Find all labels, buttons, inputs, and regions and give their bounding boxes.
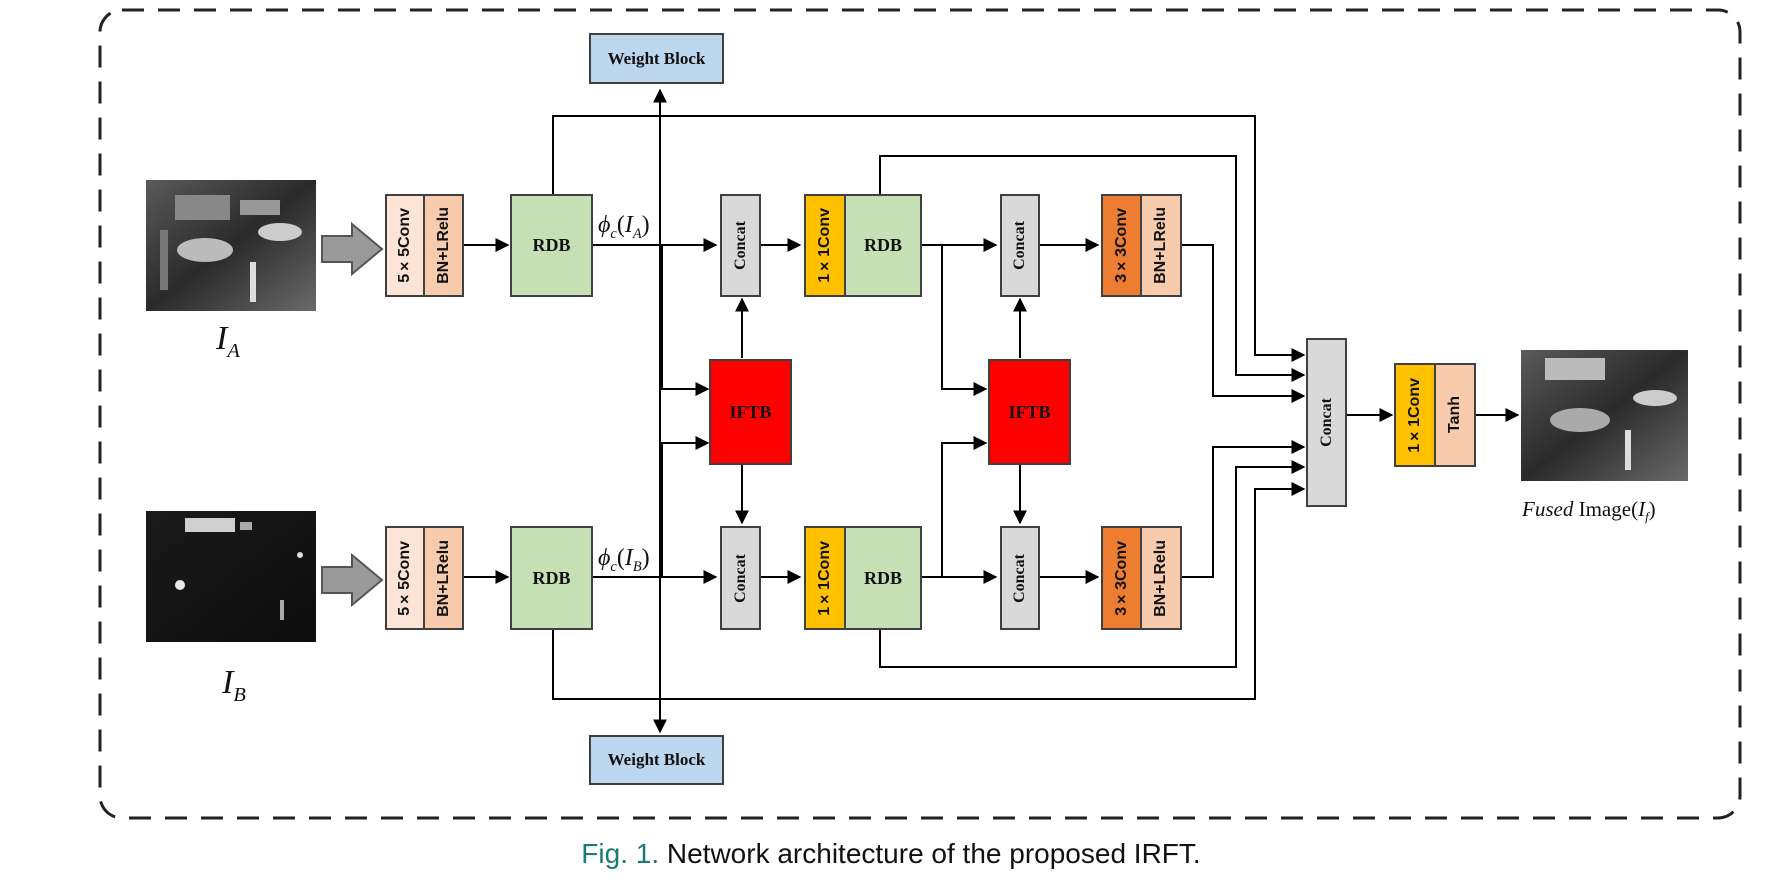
ib-base: I (624, 545, 633, 571)
phi-symbol: ϕ (598, 212, 611, 238)
bn-lrelu-label: BN+LRelu (1152, 207, 1169, 284)
ia-label: IA (216, 320, 240, 363)
rdb-block-bottom-2: RDB (844, 526, 922, 630)
arrows (464, 115, 1520, 700)
ia-subscript: A (632, 225, 642, 242)
concat-block-bottom-2: Concat (1000, 526, 1040, 630)
concat-block-top-1: Concat (720, 194, 761, 297)
conv1x1-label: 1×1Conv (816, 540, 833, 616)
input-image-a (146, 180, 316, 311)
conv5x5-label: 5×5Conv (396, 208, 413, 283)
weight-block-bottom: Weight Block (589, 735, 724, 785)
fused-italic: Fused (1522, 497, 1574, 521)
concat-block-final: Concat (1306, 338, 1347, 507)
weight-block-label: Weight Block (607, 750, 706, 769)
tanh-label: Tanh (1446, 396, 1463, 434)
bn-lrelu-label: BN+LRelu (434, 539, 452, 617)
conv3x3-label: 3×3Conv (1112, 540, 1130, 616)
rdb-block-bottom-1: RDB (510, 526, 593, 630)
figure-caption: Fig. 1. Network architecture of the prop… (0, 838, 1782, 870)
concat-block-top-2: Concat (1000, 194, 1040, 297)
fused-image-label: Fused Image(If) (1522, 497, 1656, 525)
phi-ia-label: ϕc(IA) (598, 212, 650, 242)
concat-label: Concat (1011, 553, 1028, 603)
figure-number: Fig. 1. (581, 838, 660, 869)
input-arrow-a (321, 221, 384, 277)
rdb-block-top-1: RDB (510, 194, 593, 297)
ia-subscript: A (227, 339, 240, 362)
rdb-label: RDB (532, 235, 571, 255)
fused-text: Image (1578, 497, 1632, 521)
input-image-b (146, 511, 316, 642)
conv3x3-block-bottom: 3×3Conv (1101, 526, 1142, 630)
conv5x5-block-bottom: 5×5Conv (385, 526, 425, 630)
concat-block-bottom-1: Concat (720, 526, 761, 630)
bn-lrelu-block-top: BN+LRelu (423, 194, 464, 297)
concat-label: Concat (731, 553, 749, 603)
fused-image (1521, 350, 1688, 481)
rdb-block-top-2: RDB (844, 194, 922, 297)
concat-label: Concat (1011, 221, 1028, 270)
bn-lrelu-block-bottom: BN+LRelu (423, 526, 464, 630)
conv3x3-label: 3×3Conv (1112, 208, 1130, 283)
dashed-frame (98, 8, 1742, 820)
ib-label: IB (222, 664, 246, 707)
bn-lrelu-block-top-2: BN+LRelu (1140, 194, 1182, 297)
phi-symbol: ϕ (598, 545, 611, 571)
ib-base: I (222, 664, 234, 701)
conv5x5-block-top: 5×5Conv (385, 194, 425, 297)
bn-lrelu-label: BN+LRelu (434, 207, 452, 284)
rdb-label: RDB (863, 567, 902, 588)
weight-block-top: Weight Block (589, 33, 724, 84)
conv1x1-label: 1×1Conv (1406, 377, 1423, 453)
iftb-block-1: IFTB (709, 359, 792, 465)
phi-ib-label: ϕc(IB) (598, 545, 650, 575)
concat-label: Concat (731, 221, 749, 270)
ia-base: I (216, 320, 228, 357)
conv3x3-block-top: 3×3Conv (1101, 194, 1142, 297)
rdb-label: RDB (863, 235, 902, 255)
iftb-label: IFTB (1008, 401, 1051, 422)
weight-block-label: Weight Block (607, 48, 706, 68)
if-base: I (1638, 497, 1646, 521)
conv1x1-label: 1×1Conv (816, 208, 833, 283)
if-subscript: f (1645, 510, 1649, 525)
ib-subscript: B (632, 558, 642, 575)
bn-lrelu-block-bottom-2: BN+LRelu (1140, 526, 1182, 630)
phi-subscript: c (610, 558, 617, 575)
caption-text: Network architecture of the proposed IRF… (666, 838, 1201, 869)
iftb-block-2: IFTB (988, 359, 1071, 465)
ia-base: I (624, 212, 633, 238)
iftb-label: IFTB (729, 401, 772, 422)
ib-subscript: B (233, 683, 246, 706)
conv5x5-label: 5×5Conv (396, 540, 413, 616)
rdb-label: RDB (532, 567, 571, 588)
concat-label: Concat (1317, 398, 1335, 447)
tanh-block: Tanh (1434, 363, 1476, 467)
input-arrow-b (321, 552, 384, 608)
conv1x1-block-final: 1×1Conv (1394, 363, 1436, 467)
bn-lrelu-label: BN+LRelu (1152, 539, 1169, 617)
phi-subscript: c (610, 225, 617, 242)
conv1x1-block-bottom: 1×1Conv (804, 526, 846, 630)
conv1x1-block-top: 1×1Conv (804, 194, 846, 297)
